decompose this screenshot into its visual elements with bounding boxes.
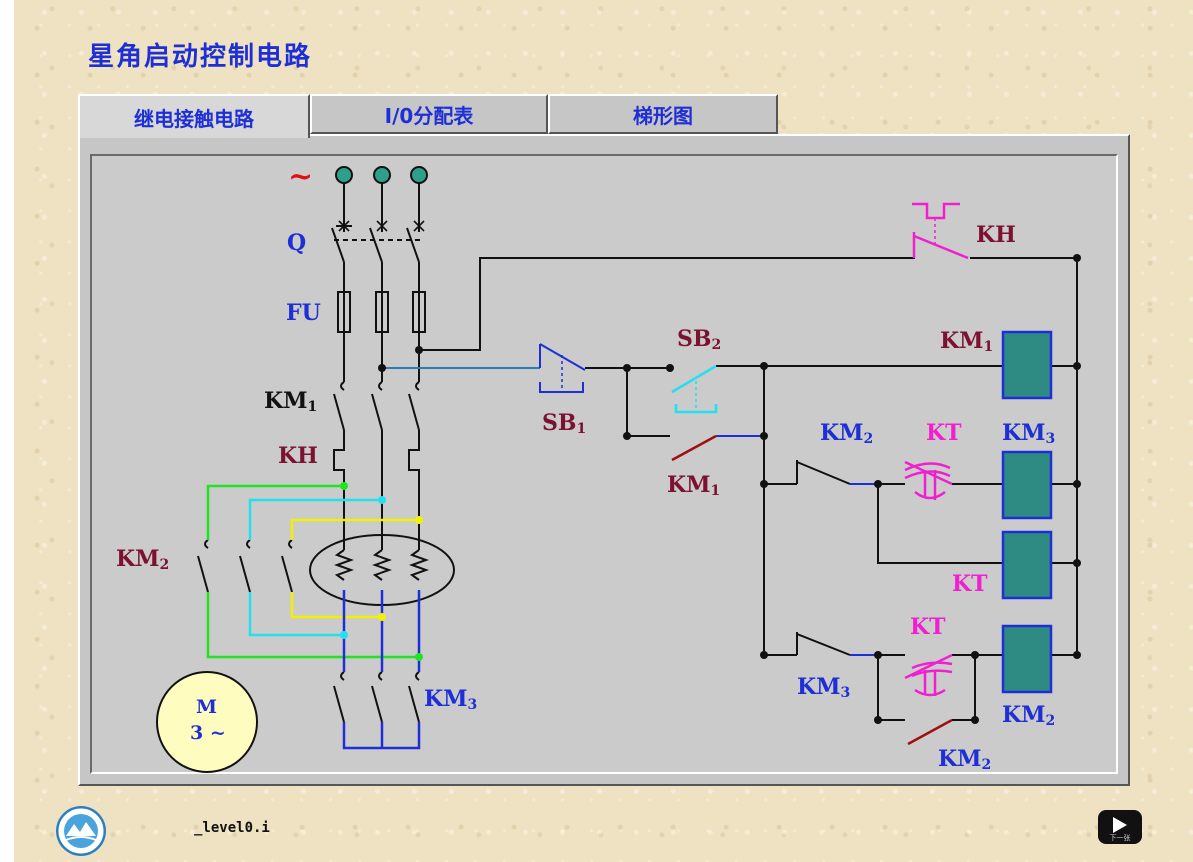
label-km1-contact: KM1 (667, 472, 721, 499)
motor-phase-label: 3 ~ (190, 722, 226, 744)
km2-holding-contact[interactable] (907, 718, 953, 746)
label-km2-coil: KM2 (1002, 702, 1056, 729)
phase-wire-green (206, 484, 419, 659)
next-page-button[interactable]: 下一张 (1098, 810, 1142, 844)
kt-delay-no-contact[interactable] (904, 653, 953, 697)
label-km3-nc: KM3 (797, 674, 851, 701)
label-sb2: SB2 (677, 326, 722, 353)
label-fu: FU (286, 300, 321, 326)
label-km2-nc: KM2 (820, 420, 874, 447)
label-kh-main: KH (278, 443, 318, 469)
kt-coil (1001, 530, 1053, 600)
km2-coil (1001, 624, 1053, 694)
label-km2-hold: KM2 (938, 746, 992, 773)
next-button-caption: 下一张 (1109, 834, 1131, 842)
label-km3-coil: KM3 (1002, 420, 1056, 447)
label-km2-main: KM2 (116, 546, 170, 573)
motor-label: M (196, 696, 218, 718)
power-terminals (335, 166, 428, 184)
tab-ladder-diagram[interactable]: 梯形图 (548, 94, 778, 134)
wiring-junction-dots (340, 482, 423, 661)
label-sb1: SB1 (542, 410, 587, 437)
play-arrow-icon (1113, 817, 1127, 833)
label-kt-no: KT (910, 614, 946, 640)
km1-coil (1001, 330, 1053, 400)
label-kt-nc: KT (926, 420, 962, 446)
ac-supply-symbol: ~ (288, 159, 314, 194)
kh-thermal-contact[interactable] (912, 202, 969, 260)
phase-wire-cyan (248, 498, 382, 637)
control-junction-dots (378, 254, 1081, 724)
label-q: Q (287, 230, 307, 256)
relay-coils (1001, 330, 1053, 694)
tab-io-table[interactable]: I/0分配表 (310, 94, 548, 134)
km3-coil (1001, 450, 1053, 520)
tab-relay-circuit[interactable]: 继电接触电路 (78, 94, 310, 138)
page-title: 星角启动控制电路 (88, 42, 313, 72)
left-edge-strip (0, 0, 14, 862)
label-km1-main: KM1 (264, 388, 318, 415)
label-km1-coil: KM1 (940, 328, 994, 355)
university-logo-icon (56, 806, 106, 856)
sb1-stop-button[interactable] (539, 343, 586, 393)
main-circuit-lines (197, 183, 455, 723)
q-top-marks (338, 220, 425, 232)
motor-symbol (156, 671, 258, 773)
label-kh-control: KH (976, 222, 1016, 248)
file-name: _level0.i (194, 820, 270, 836)
sb2-start-button[interactable] (671, 364, 718, 414)
label-km3-main: KM3 (424, 686, 478, 713)
kt-delay-nc-contact[interactable] (904, 460, 953, 500)
km1-holding-contact[interactable] (671, 434, 717, 462)
label-kt-coil: KT (952, 571, 988, 597)
phase-wire-yellow (290, 518, 419, 619)
